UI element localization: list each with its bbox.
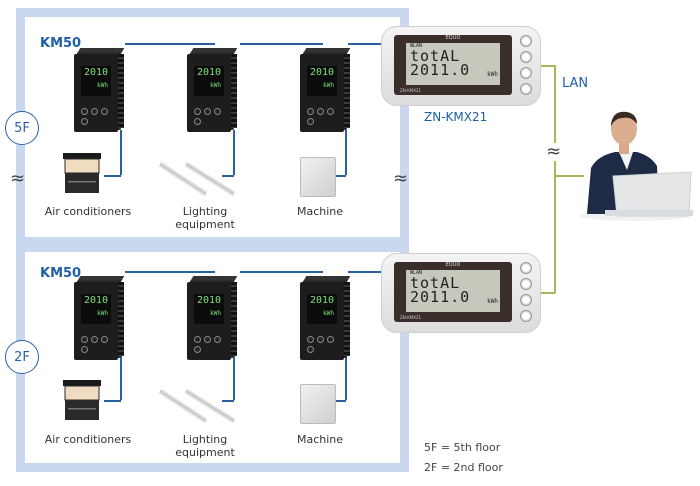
lan-wire	[554, 65, 556, 293]
break-symbol: ≈	[393, 168, 409, 189]
break-symbol: ≈	[10, 168, 26, 189]
gateway-label: ZN-KMX21	[424, 110, 488, 124]
bus-wire	[348, 43, 384, 45]
bus-wire	[240, 43, 323, 45]
gateway-lcd: WLAN totAL 2011.0 kWh	[406, 43, 500, 85]
km50-label-2f: KM50	[40, 266, 82, 281]
load-wire	[120, 355, 122, 400]
bus-wire	[348, 271, 384, 273]
lan-wire	[541, 292, 555, 294]
bus-wire	[125, 271, 215, 273]
lan-wire	[541, 65, 555, 67]
load-wire	[233, 355, 235, 400]
equipment-label: Machine	[296, 205, 344, 218]
load-wire	[345, 355, 347, 400]
legend-item: 2F = 2nd floor	[424, 461, 503, 474]
zn-kmx21-gateway: EQUO WLAN totAL 2011.0 kWh ZN-KMX21	[381, 253, 541, 333]
load-wire	[104, 400, 121, 402]
equipment-label: Air conditioners	[44, 205, 132, 218]
floor-badge-2f: 2F	[5, 340, 39, 374]
legend-item: 5F = 5th floor	[424, 441, 501, 454]
load-wire	[335, 400, 346, 402]
air-conditioner-icon	[63, 153, 101, 193]
bus-wire	[240, 271, 323, 273]
load-wire	[222, 400, 234, 402]
load-wire	[120, 130, 122, 175]
floor-badge-5f: 5F	[5, 111, 39, 145]
bus-wire	[125, 43, 215, 45]
equipment-label: Machine	[296, 433, 344, 446]
machine-icon	[300, 157, 336, 197]
load-wire	[345, 130, 347, 175]
user-with-laptop-icon	[580, 111, 693, 221]
load-wire	[104, 175, 121, 177]
lighting-fixture-icon	[158, 161, 236, 197]
machine-icon	[300, 384, 336, 424]
km50-label-5f: KM50	[40, 36, 82, 51]
zn-kmx21-gateway: EQUO WLAN totAL 2011.0 kWh ZN-KMX21	[381, 26, 541, 106]
load-wire	[233, 130, 235, 175]
load-wire	[222, 175, 234, 177]
lan-label: LAN	[562, 76, 589, 91]
air-conditioner-icon	[63, 380, 101, 420]
gateway-lcd: WLAN totAL 2011.0 kWh	[406, 270, 500, 312]
lan-wire	[554, 175, 584, 177]
lighting-fixture-icon	[158, 388, 236, 424]
equipment-label: Air conditioners	[44, 433, 132, 446]
legend: 5F = 5th floor 2F = 2nd floor	[424, 438, 503, 478]
break-symbol: ≈	[546, 141, 562, 162]
load-wire	[335, 175, 346, 177]
